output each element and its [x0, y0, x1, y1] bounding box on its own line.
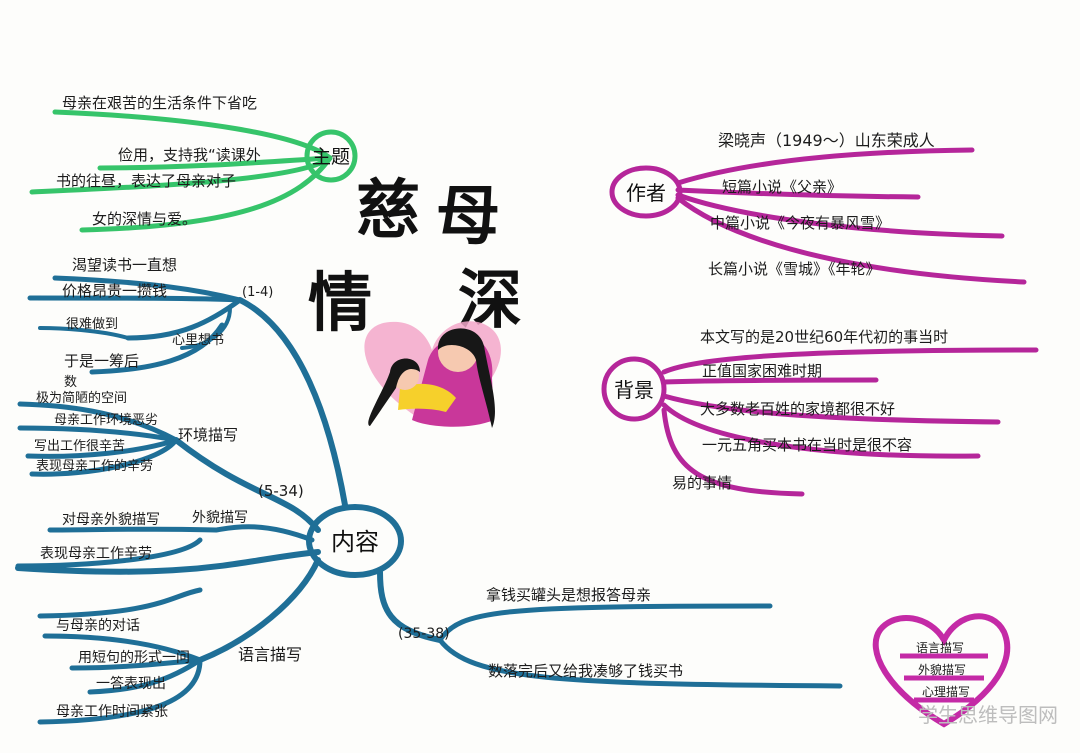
content-env-line-2: 极为简陋的空间: [36, 390, 127, 406]
content-talk-line-3: 一答表现出: [96, 675, 166, 692]
content-part1-line-2: 价格昂贵一攒钱: [62, 282, 167, 300]
content-env-line-3: 母亲工作环境恶劣: [54, 413, 158, 428]
content-part1-line-5: 于是一筹后: [64, 352, 139, 370]
theme-branch: [29, 109, 358, 233]
title-char-2: 母: [436, 179, 500, 254]
content-label: 内容: [331, 528, 379, 556]
content-part2-range: (5-34): [258, 482, 304, 500]
background-label: 背景: [614, 378, 654, 402]
theme-line-1: 母亲在艰苦的生活条件下省吃: [62, 94, 257, 112]
content-part1-line-1: 渴望读书一直想: [72, 256, 177, 274]
title-char-3: 情: [308, 266, 372, 341]
theme-line-2: 俭用，支持我“读课外: [118, 146, 261, 164]
background-line-5: 易的事情: [672, 474, 732, 492]
content-env-line-4: 写出工作很辛苦: [34, 438, 125, 454]
content-look-line-2: 表现母亲工作辛劳: [40, 546, 152, 562]
content-part1-line-3: 很难做到: [66, 317, 118, 332]
mother-child-heart-icon: [364, 321, 501, 428]
background-line-2: 正值国家困难时期: [702, 362, 822, 380]
content-part3-line-1: 拿钱买罐头是想报答母亲: [486, 586, 651, 604]
content-branch: [15, 275, 843, 725]
author-line-3: 中篇小说《今夜有暴风雪》: [710, 214, 890, 232]
content-env-line-1: 数: [64, 375, 77, 390]
author-line-1: 梁晓声（1949～）山东荣成人: [718, 131, 935, 150]
content-part1-range: (1-4): [242, 285, 273, 300]
theme-label: 主题: [312, 146, 350, 168]
author-line-4: 长篇小说《雪城》《年轮》: [708, 260, 881, 278]
content-env-label: 环境描写: [178, 426, 238, 444]
heart-icon: [872, 613, 1011, 728]
heart-note-line-2: 外貌描写: [918, 662, 966, 677]
content-talk-line-2: 用短句的形式一问: [78, 650, 190, 666]
content-look-label: 外貌描写: [192, 510, 248, 526]
heart-note-line-1: 语言描写: [916, 641, 964, 655]
background-line-4: 一元五角买本书在当时是很不容: [702, 436, 912, 454]
content-look-line-1: 对母亲外貌描写: [62, 512, 160, 528]
title-char-1: 慈: [356, 173, 420, 248]
content-part3-line-2: 数落完后又给我凑够了钱买书: [488, 662, 683, 680]
background-line-1: 本文写的是20世纪60年代初的事当时: [700, 328, 948, 346]
theme-line-3: 书的往昼，表达了母亲对子: [56, 172, 236, 190]
author-line-2: 短篇小说《父亲》: [722, 178, 842, 196]
content-part3-range: (35-38): [398, 626, 450, 642]
author-branch: [609, 147, 1027, 285]
watermark: 学生思维导图网: [918, 703, 1058, 727]
background-branch: [601, 347, 1039, 497]
content-talk-line-1: 与母亲的对话: [56, 618, 140, 634]
heart-note-line-3: 心理描写: [922, 685, 970, 699]
content-part1-line-4: 心里想书: [172, 332, 224, 348]
content-talk-line-4: 母亲工作时间紧张: [56, 704, 168, 720]
content-talk-label: 语言描写: [238, 645, 302, 664]
content-env-line-5: 表现母亲工作的辛劳: [36, 458, 153, 474]
author-label: 作者: [626, 181, 666, 205]
theme-line-4: 女的深情与爱。: [92, 210, 197, 228]
background-line-3: 大多数老百姓的家境都很不好: [700, 400, 895, 418]
